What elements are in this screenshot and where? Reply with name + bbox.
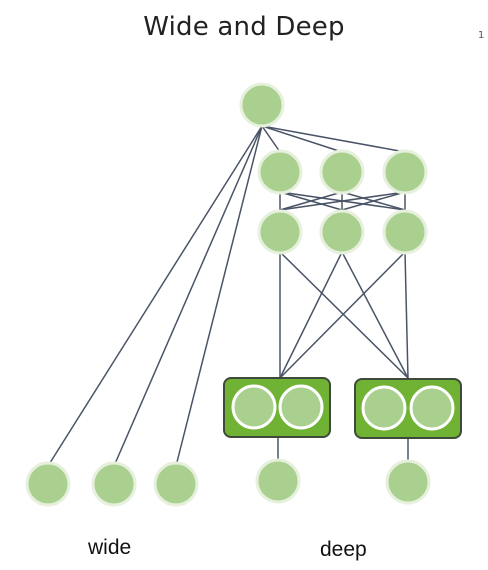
hidden1-node-3 [382,149,428,195]
hidden2-to-embedding-edges [279,251,409,379]
wide-input-layer [25,461,199,507]
edge-h1-2-h2-1 [279,191,343,211]
deep-input-node-1 [255,458,301,504]
edge-h2-2-emb-2 [341,251,409,379]
deep-input-layer [255,458,431,505]
hidden-layer-2 [257,209,428,255]
wide-input-node-3 [153,461,199,507]
output-edges [47,125,406,467]
embedding-group-2 [354,378,462,439]
wide-label: wide [88,536,132,559]
deep-input-node-2 [385,459,431,505]
hidden1-to-hidden2-edges [279,191,406,211]
edge-h2-2-emb-1 [279,251,343,379]
edge-h2-3-emb-1 [279,251,406,379]
edge-output-to-wide-input-2 [113,125,263,467]
embedding-2-node-2 [409,385,455,431]
edge-output-to-wide-input-1 [47,125,263,467]
embedding-group-1 [223,377,331,438]
embedding-1-node-2 [278,384,324,430]
wide-input-node-1 [25,461,71,507]
edge-h1-3-h2-2 [341,191,406,211]
edge-output-to-hidden1-2 [261,125,343,153]
hidden-layer-1 [257,149,428,195]
diagram-title: Wide and Deep [143,12,345,42]
deep-label: deep [320,538,367,561]
edge-output-to-wide-input-3 [175,125,263,467]
hidden1-node-2 [319,149,365,195]
hidden2-node-1 [257,209,303,255]
edge-h2-3-emb-2 [404,251,409,379]
corner-mark: 1 [478,30,485,41]
edge-output-to-hidden1-3 [261,125,406,153]
embedding-2-node-1 [361,385,407,431]
edge-output-to-hidden1-1 [261,125,281,153]
hidden1-node-1 [257,149,303,195]
hidden2-node-2 [319,209,365,255]
hidden2-node-3 [382,209,428,255]
embedding-1-node-1 [231,384,277,430]
embedding-to-deep-input-edges [277,437,409,462]
edge-h1-3-h2-1 [279,191,406,211]
wide-input-node-2 [91,461,137,507]
edge-h2-1-emb-2 [279,251,409,379]
output-node [239,82,285,128]
